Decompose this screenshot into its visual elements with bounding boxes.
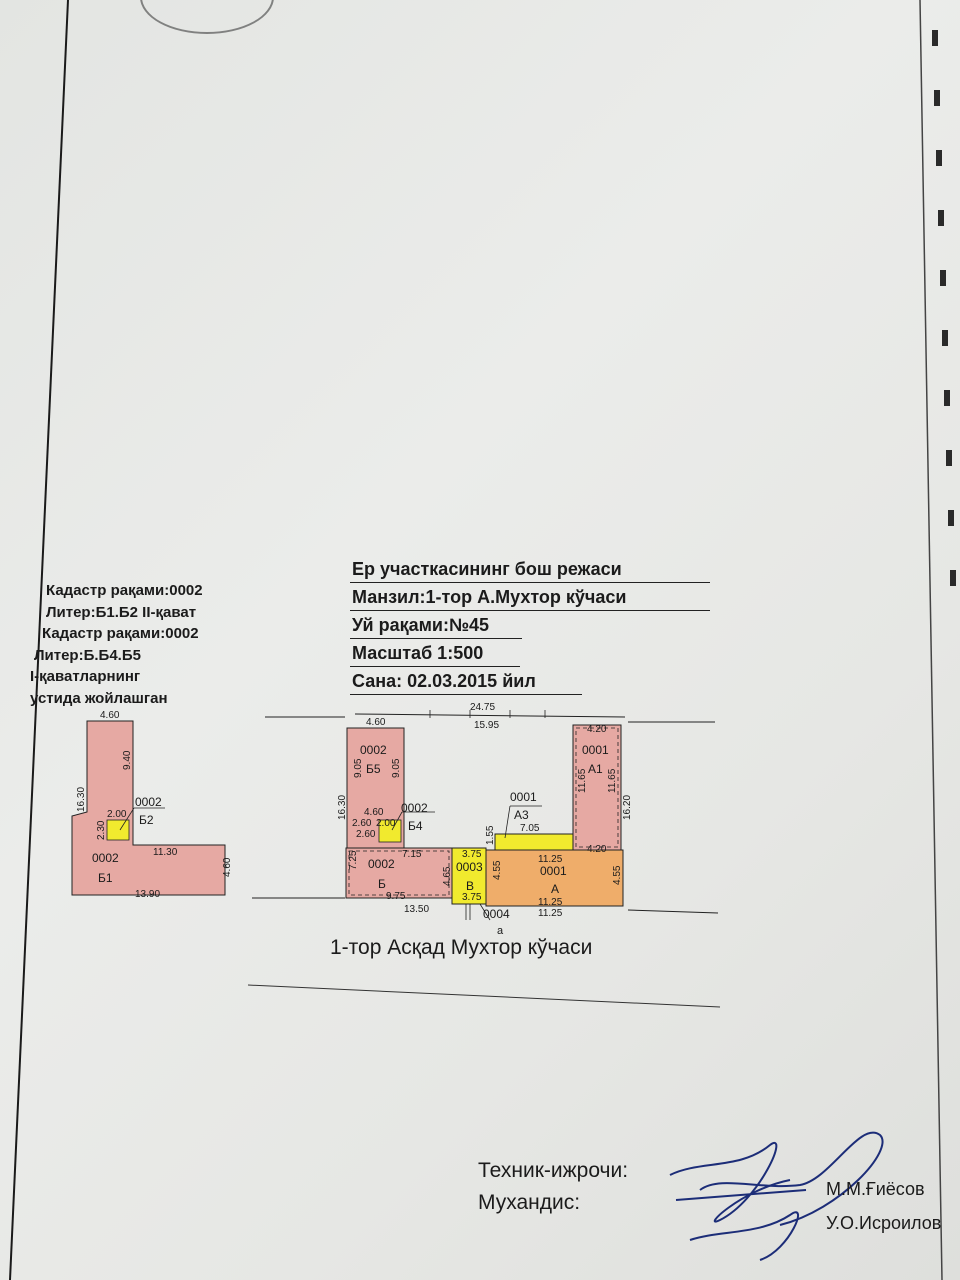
- dim-right-total: 16.20: [622, 795, 633, 820]
- label-b5-code: 0002: [360, 743, 387, 757]
- dim-v-top: 3.75: [462, 849, 482, 860]
- dim-a1-left: 11.65: [577, 768, 588, 793]
- note-line-2: Литер:Б1.Б2 II-қават: [46, 603, 197, 621]
- building-b4-yellow: [378, 819, 402, 843]
- signature-names: М.М.Ғиёсов У.О.Исроилов: [826, 1172, 941, 1240]
- dim-v-bottom: 3.75: [462, 892, 482, 903]
- engineer-name: У.О.Исроилов: [826, 1213, 942, 1233]
- dim-a-inner-top: 4.20: [587, 844, 607, 855]
- label-b4-code: 0002: [401, 801, 428, 815]
- date-line: Сана: 02.03.2015 йил: [350, 668, 582, 695]
- dim-left-b1-bottom: 13.90: [135, 889, 160, 900]
- dim-left-b2-w: 2.00: [107, 809, 127, 820]
- dim-a-top: 11.25: [538, 854, 563, 865]
- dim-left-b1-h: 4.60: [222, 857, 233, 877]
- main-plan: 24.75 15.95 4.60 9.05 9.05 16.30 4.60 2.…: [252, 702, 719, 937]
- label-a3-code: 0001: [510, 790, 537, 804]
- page-frame-line: [9, 0, 69, 1280]
- technician-name: М.М.Ғиёсов: [826, 1179, 925, 1199]
- dim-b4-top: 4.60: [364, 807, 384, 818]
- label-b4-name: Б4: [408, 819, 423, 833]
- building-a1: [572, 724, 622, 851]
- left-plan: 4.60 9.40 16.30 2.00 2.30 11.30 4.60 13.…: [71, 710, 233, 900]
- dim-b-right: 4.65: [442, 866, 453, 886]
- address-line: Манзил:1-тор А.Мухтор кўчаси: [350, 584, 710, 611]
- dim-left-b1-top: 11.30: [153, 847, 178, 858]
- dim-a-right: 4.55: [612, 865, 623, 885]
- label-b5-name: Б5: [366, 762, 381, 776]
- technician-label: Техник-ижрочи:: [478, 1159, 629, 1182]
- scale-line: Масштаб 1:500: [350, 640, 520, 667]
- building-b2-yellow: [106, 819, 130, 841]
- dim-b4-h-a: 2.60: [352, 818, 372, 829]
- cadastre-notes: Кадастр рақами:0002 Литер:Б1.Б2 II-қават…: [30, 580, 250, 709]
- dim-a-left: 4.55: [492, 860, 503, 880]
- label-a-name: А: [551, 882, 559, 896]
- label-gate-code: 0004: [483, 907, 510, 921]
- note-line-1: Кадастр рақами:0002: [46, 582, 203, 599]
- building-v: [451, 847, 487, 905]
- dim-b-top: 7.15: [402, 849, 422, 860]
- house-number: Уй рақами:№45: [350, 612, 522, 639]
- label-a3-name: А3: [514, 808, 529, 822]
- label-gate-name: а: [497, 925, 504, 937]
- street-name: 1-тор Асқад Мухтор кўчаси: [330, 936, 593, 959]
- dim-a1-top: 4.20: [587, 724, 607, 735]
- street-line: [247, 984, 721, 1008]
- building-b1-b2: [71, 720, 226, 896]
- label-b-name: Б: [378, 877, 386, 891]
- dim-a3-h: 1.55: [485, 825, 496, 845]
- dim-a1-right: 11.65: [607, 768, 618, 793]
- label-v-code: 0003: [456, 860, 483, 874]
- dim-b-left: 7.25: [348, 850, 359, 870]
- dim-a-bottom-2: 11.25: [538, 908, 563, 919]
- label-b2-code: 0002: [135, 795, 162, 809]
- dim-b4-w: 2.00: [376, 818, 396, 829]
- label-a-code: 0001: [540, 864, 567, 878]
- dim-b4-h-b: 2.60: [356, 829, 376, 840]
- dim-b5-left: 9.05: [353, 758, 364, 778]
- dim-left-top: 4.60: [100, 710, 120, 721]
- signature-labels: Техник-ижрочи: Мухандис:: [478, 1155, 628, 1219]
- handwritten-signatures: [669, 1131, 884, 1261]
- note-line-6: устида жойлашган: [30, 689, 168, 707]
- dim-b5-right: 9.05: [391, 758, 402, 778]
- label-b2-name: Б2: [139, 813, 154, 827]
- dim-left-outer-v: 16.30: [76, 787, 87, 812]
- dim-overall-top: 24.75: [470, 702, 495, 713]
- dim-left-b2-h: 2.30: [96, 820, 107, 840]
- dim-gap-top: 15.95: [474, 720, 499, 731]
- engineer-label: Мухандис:: [478, 1191, 581, 1214]
- building-b: [345, 847, 453, 899]
- note-line-4: Литер:Б.Б4.Б5: [34, 646, 141, 664]
- label-b1-name: Б1: [98, 871, 113, 885]
- dim-b-bottom: 9.75: [386, 891, 406, 902]
- label-a1-code: 0001: [582, 743, 609, 757]
- dim-a3-w: 7.05: [520, 823, 540, 834]
- note-line-5: I-қаватларнинг: [30, 668, 141, 685]
- label-a1-name: А1: [588, 762, 603, 776]
- note-line-3: Кадастр рақами:0002: [42, 625, 199, 642]
- dim-a-bottom-1: 11.25: [538, 897, 563, 908]
- dim-b5-top: 4.60: [366, 717, 386, 728]
- dim-left-inner-v: 9.40: [122, 750, 133, 770]
- dim-bottom-total: 13.50: [404, 904, 429, 915]
- building-a3-yellow: [494, 833, 574, 851]
- dim-left-total: 16.30: [337, 795, 348, 820]
- label-v-name: В: [466, 879, 474, 893]
- building-a: [485, 849, 624, 907]
- label-b-code: 0002: [368, 857, 395, 871]
- title-block: Ер участкасининг бош режаси Манзил:1-тор…: [350, 556, 710, 696]
- binder-holes: [919, 0, 956, 1280]
- label-b1-code: 0002: [92, 851, 119, 865]
- plan-title: Ер участкасининг бош режаси: [350, 556, 710, 583]
